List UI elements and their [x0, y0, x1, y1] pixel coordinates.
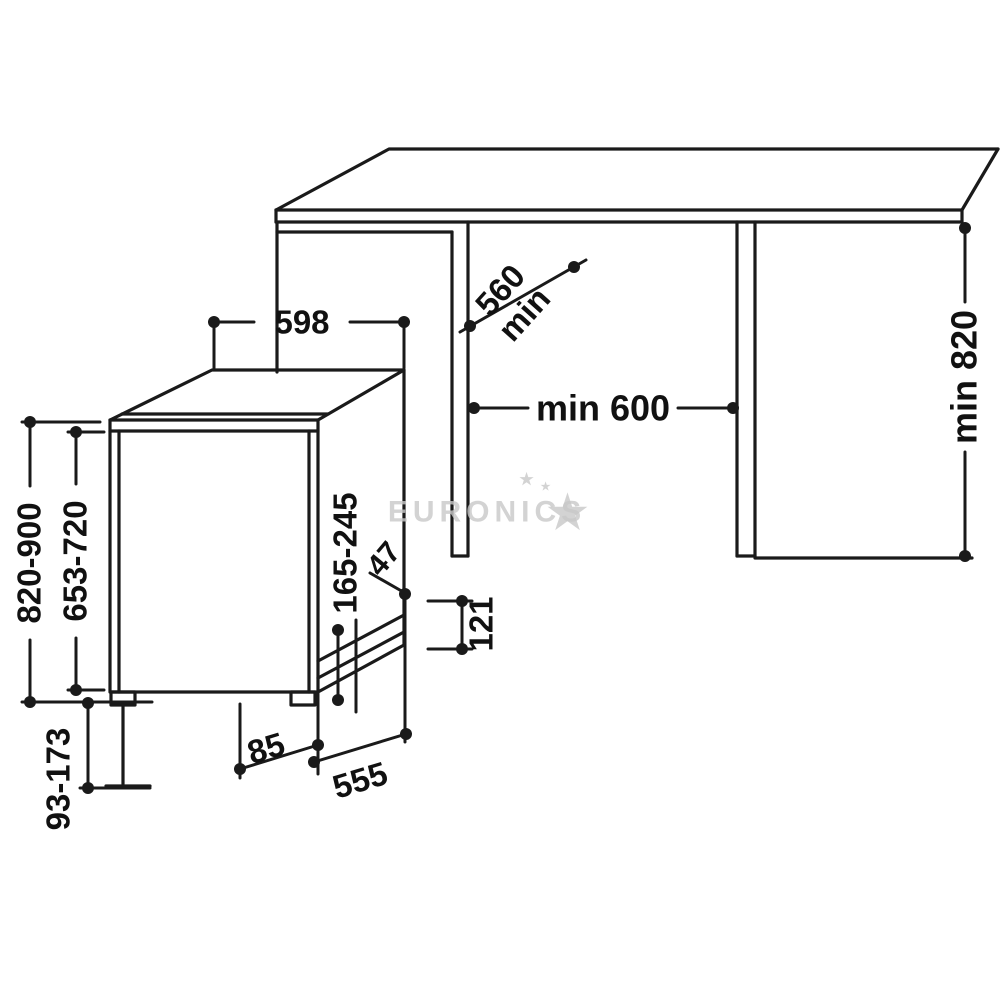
dim-85-label: 85 [243, 725, 289, 771]
watermark: EURONICS ★ ★ ★ [388, 472, 593, 539]
dishwasher-side-bottom-edge [316, 643, 406, 694]
dim-line [458, 258, 588, 334]
dim-line [238, 743, 320, 771]
dim-niche-width: min 600 [468, 388, 739, 429]
counter-right-slant [960, 147, 1000, 212]
dim-endpoint-dot [208, 316, 220, 328]
dim-endpoint-dot [568, 261, 580, 273]
dim-endpoint-dot [468, 402, 480, 414]
dim-total-height-label: 820-900 [11, 502, 48, 623]
dim-door-bottom-range: 165-245 [327, 492, 364, 714]
dim-line [368, 571, 407, 595]
dim-endpoint-dot [332, 624, 344, 636]
dim-endpoint-dot [398, 316, 410, 328]
dim-555: 555 [308, 596, 412, 806]
dim-47-label: 47 [361, 536, 408, 583]
dim-niche-height: min 820 [944, 222, 985, 562]
dim-door-height-label: 653-720 [57, 500, 94, 621]
counter-back-edge [274, 147, 1000, 212]
dim-niche-height-label: min 820 [944, 310, 985, 444]
dim-endpoint-dot [456, 643, 468, 655]
dim-plinth-height-label: 93-173 [40, 728, 77, 831]
dim-top-width: 598 [208, 304, 410, 370]
dishwasher-foot-right [289, 690, 317, 707]
left-cabinet [275, 220, 470, 558]
dishwasher-kick-edge [316, 613, 406, 663]
dim-endpoint-dot [82, 697, 94, 709]
dim-endpoint-dot [959, 222, 971, 234]
right-cabinet [735, 220, 974, 560]
dim-endpoint-dot [234, 763, 246, 775]
dim-endpoint-dot [70, 684, 82, 696]
dim-endpoint-dot [464, 320, 476, 332]
dim-endpoint-dot [727, 402, 739, 414]
dishwasher-front-face [108, 418, 320, 694]
dim-door-bottom-range-label: 165-245 [327, 492, 364, 613]
dim-endpoint-dot [399, 588, 411, 600]
dim-85: 85 [234, 702, 324, 780]
countertop [274, 147, 1000, 224]
dim-555-label: 555 [328, 754, 391, 805]
dim-line [312, 732, 408, 764]
dim-niche-width-label: min 600 [536, 388, 670, 429]
dim-endpoint-dot [24, 696, 36, 708]
watermark-star-small-icon: ★ [519, 472, 538, 489]
dishwasher-door-bottom-edge [316, 630, 406, 680]
dishwasher-top-face [108, 368, 406, 422]
dim-door-height: 653-720 [57, 426, 106, 696]
dim-endpoint-dot [332, 694, 344, 706]
dim-121-label: 121 [463, 596, 500, 651]
watermark-star-big-icon: ★ [547, 486, 593, 538]
watermark-star-small-icon: ★ [541, 481, 556, 493]
dim-plinth-height: 93-173 [40, 697, 152, 831]
dim-niche-depth: 560 min [458, 257, 588, 348]
dim-121: 121 [426, 595, 500, 655]
dim-endpoint-dot [400, 728, 412, 740]
dim-total-height: 820-900 [11, 416, 154, 708]
dim-top-width-label: 598 [274, 304, 329, 341]
dim-endpoint-dot [70, 426, 82, 438]
dim-endpoint-dot [456, 595, 468, 607]
dim-endpoint-dot [82, 782, 94, 794]
dim-endpoint-dot [24, 416, 36, 428]
watermark-text: EURONICS [388, 496, 586, 529]
dim-endpoint-dot [308, 756, 320, 768]
dim-endpoint-dot [959, 550, 971, 562]
